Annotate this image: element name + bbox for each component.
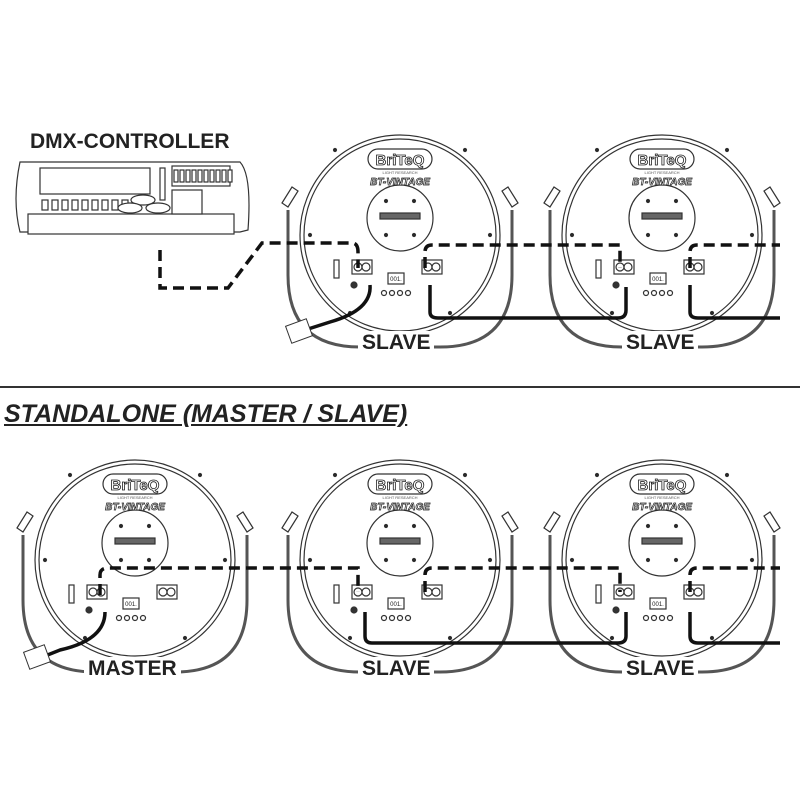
svg-text:LIGHT RESEARCH: LIGHT RESEARCH bbox=[382, 495, 417, 500]
handle-left bbox=[281, 186, 299, 208]
top-fixture-1-label: SLAVE bbox=[358, 331, 435, 355]
svg-text:BT-VINTAGE: BT-VINTAGE bbox=[370, 177, 430, 188]
brand-logo: BriTeQ bbox=[376, 152, 425, 169]
brand-logo: BriTeQ bbox=[376, 477, 425, 494]
svg-text:BT-VINTAGE: BT-VINTAGE bbox=[632, 177, 692, 188]
svg-text:LIGHT RESEARCH: LIGHT RESEARCH bbox=[644, 170, 679, 175]
fixture-display: 001. bbox=[390, 602, 402, 608]
bottom-fixture-1-label: MASTER bbox=[84, 657, 181, 681]
handle-right bbox=[763, 511, 781, 533]
fixture-display: 001. bbox=[390, 277, 402, 283]
power-plug-icon bbox=[22, 318, 314, 670]
handle-right bbox=[236, 511, 254, 533]
fixture-display: 001. bbox=[652, 602, 664, 608]
svg-text:BT-VINTAGE: BT-VINTAGE bbox=[370, 502, 430, 513]
fixture-display: 001. bbox=[125, 602, 137, 608]
dmx-controller-label: DMX-CONTROLLER bbox=[26, 130, 234, 154]
brand-logo: BriTeQ bbox=[638, 152, 687, 169]
bottom-fixture-2-label: SLAVE bbox=[358, 657, 435, 681]
dmx-controller bbox=[15, 161, 250, 235]
power-cables bbox=[44, 284, 780, 658]
handle-right bbox=[501, 186, 519, 208]
handle-left bbox=[543, 511, 561, 533]
svg-text:LIGHT RESEARCH: LIGHT RESEARCH bbox=[382, 170, 417, 175]
fixture-display: 001. bbox=[652, 277, 664, 283]
svg-text:BT-VINTAGE: BT-VINTAGE bbox=[105, 502, 165, 513]
top-fixture-2-label: SLAVE bbox=[622, 331, 699, 355]
handle-left bbox=[281, 511, 299, 533]
handle-left bbox=[16, 511, 34, 533]
brand-logo: BriTeQ bbox=[638, 477, 687, 494]
handle-right bbox=[763, 186, 781, 208]
handle-right bbox=[501, 511, 519, 533]
dmx-cables bbox=[98, 241, 780, 595]
handle-left bbox=[543, 186, 561, 208]
bottom-fixture-3-label: SLAVE bbox=[622, 657, 699, 681]
svg-text:LIGHT RESEARCH: LIGHT RESEARCH bbox=[644, 495, 679, 500]
brand-logo: BriTeQ bbox=[111, 477, 160, 494]
svg-text:BT-VINTAGE: BT-VINTAGE bbox=[632, 502, 692, 513]
svg-text:LIGHT RESEARCH: LIGHT RESEARCH bbox=[117, 495, 152, 500]
section-title: STANDALONE (MASTER / SLAVE) bbox=[4, 400, 408, 429]
